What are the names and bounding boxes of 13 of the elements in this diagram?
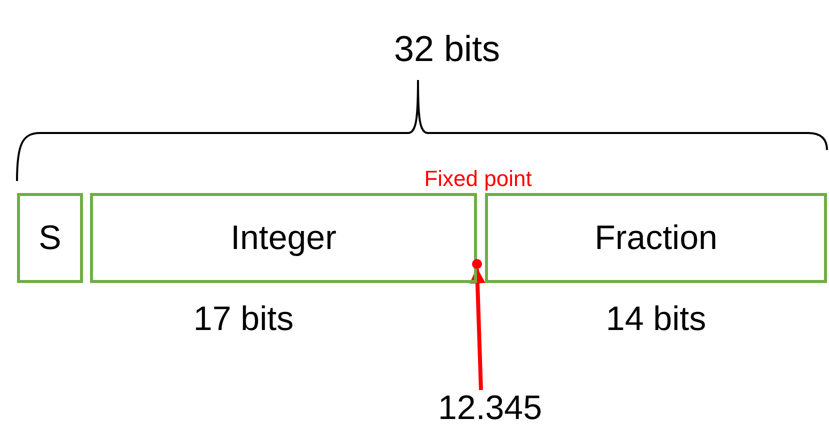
value-label: 12.345 [438,388,542,428]
size-label: 17 bits [193,300,294,339]
fraction-field [485,193,827,283]
text-node [472,259,482,269]
size-label: 14 bits [606,300,706,339]
field-label: Integer [230,218,336,258]
point-label: Fixed point [424,166,532,192]
sign-field [17,193,83,283]
size-label: 32 bits [394,28,500,70]
arrow [469,267,486,390]
integer-field [90,193,477,283]
field-label: S [38,218,62,258]
field-label: Fraction [594,218,718,258]
